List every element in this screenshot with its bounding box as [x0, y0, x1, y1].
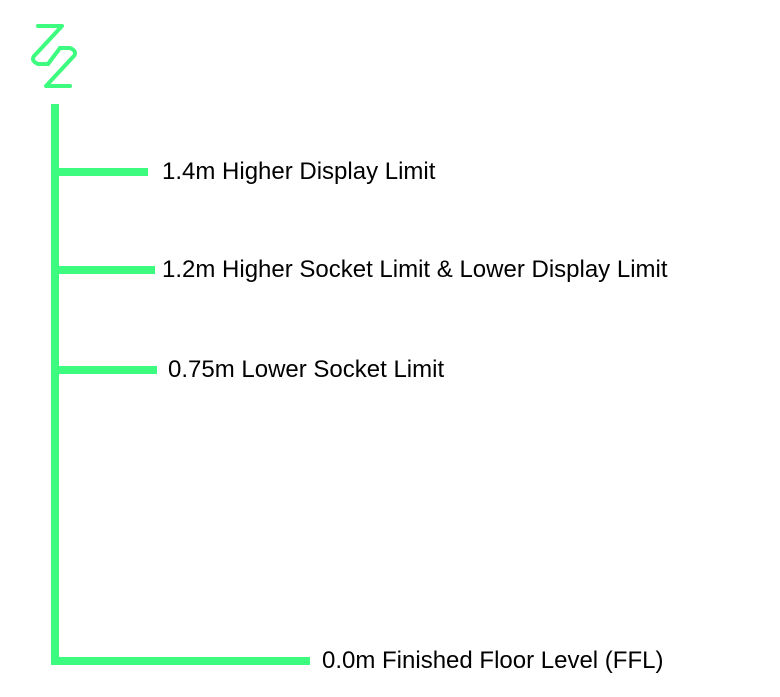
lightning-bolt-logo-icon	[31, 24, 77, 88]
level-label-higher-socket-lower-display-limit: 1.2m Higher Socket Limit & Lower Display…	[162, 256, 668, 283]
level-label-lower-socket-limit: 0.75m Lower Socket Limit	[168, 356, 445, 383]
level-label-finished-floor-level: 0.0m Finished Floor Level (FFL)	[322, 647, 664, 674]
level-label-higher-display-limit: 1.4m Higher Display Limit	[162, 158, 436, 185]
